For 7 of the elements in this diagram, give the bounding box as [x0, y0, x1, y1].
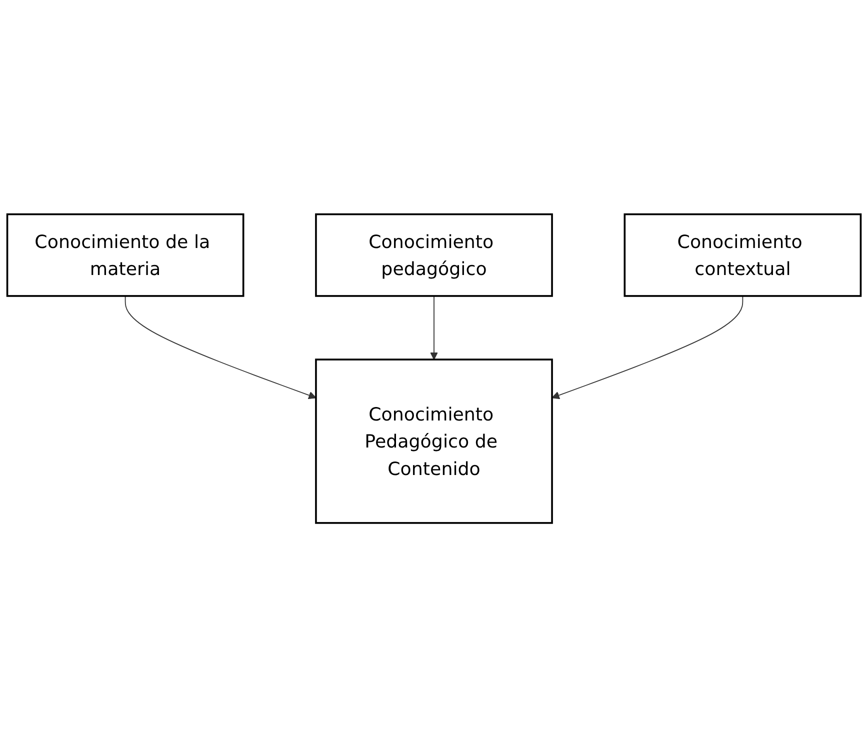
- node-box: Conocimiento Pedagógico de Contenido: [315, 359, 553, 524]
- arrow: [552, 296, 744, 400]
- arrow: [124, 296, 316, 400]
- node-box: Conocimiento pedagógico: [315, 214, 553, 298]
- arrow: [430, 296, 438, 360]
- node-box: Conocimiento contextual: [624, 214, 862, 298]
- node-box: Conocimiento de la materia: [6, 214, 244, 298]
